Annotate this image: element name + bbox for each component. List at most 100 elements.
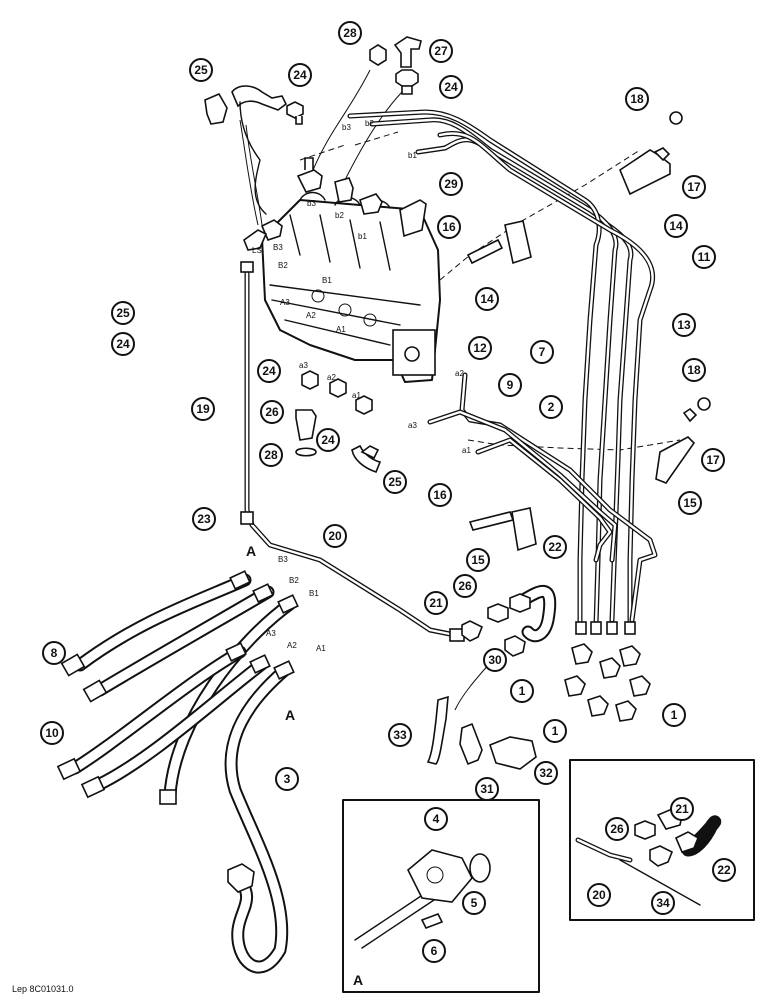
callout-13: 13	[672, 313, 696, 337]
callout-circle	[534, 761, 558, 785]
port-label: b1	[408, 151, 417, 160]
group-label: A	[353, 972, 363, 988]
callout-number: 24	[444, 80, 458, 94]
callout-number: 33	[393, 728, 407, 742]
callout-18: 18	[682, 358, 706, 382]
callout-circle	[111, 332, 135, 356]
callout-24: 24	[257, 359, 281, 383]
callout-circle	[257, 359, 281, 383]
callout-16: 16	[437, 215, 461, 239]
callout-circle	[259, 443, 283, 467]
callout-number: 18	[630, 92, 644, 106]
callout-circle	[338, 21, 362, 45]
callout-number: 14	[669, 219, 683, 233]
callout-34: 34	[651, 891, 675, 915]
callout-number: 23	[197, 512, 211, 526]
port-label: B1	[322, 276, 332, 285]
callout-circle	[453, 574, 477, 598]
callout-circle	[192, 507, 216, 531]
flexible-hoses	[56, 570, 299, 974]
callout-number: 1	[671, 708, 678, 722]
port-label: A3	[280, 298, 290, 307]
callout-number: 9	[507, 378, 514, 392]
callout-number: 24	[262, 364, 276, 378]
callout-circle	[605, 817, 629, 841]
leader-lines	[239, 69, 681, 711]
callout-24: 24	[111, 332, 135, 356]
callout-circle	[424, 591, 448, 615]
group-labels: AAA	[246, 543, 363, 988]
callout-number: 22	[717, 863, 731, 877]
callout-24: 24	[316, 428, 340, 452]
callout-31: 31	[475, 777, 499, 801]
pipe-clamps	[399, 111, 711, 552]
port-label: B2	[278, 261, 288, 270]
callout-number: 1	[552, 724, 559, 738]
callout-number: 21	[429, 596, 443, 610]
callout-number: 25	[116, 306, 130, 320]
callout-number: 24	[321, 433, 335, 447]
steel-pipe-bundle-lower	[427, 372, 658, 623]
callout-number: 26	[610, 822, 624, 836]
callout-circle	[111, 301, 135, 325]
port-label: B2	[289, 576, 299, 585]
port-label: a2	[327, 373, 336, 382]
callout-19: 19	[191, 397, 215, 421]
callout-number: 1	[519, 684, 526, 698]
callout-number: 11	[698, 250, 711, 264]
callout-circle	[288, 63, 312, 87]
port-label: a3	[408, 421, 417, 430]
callout-circle	[189, 58, 213, 82]
callout-10: 10	[40, 721, 64, 745]
callout-28: 28	[259, 443, 283, 467]
callout-circle	[670, 797, 694, 821]
callout-number: 31	[480, 782, 494, 796]
callout-29: 29	[439, 172, 463, 196]
callout-15: 15	[466, 548, 490, 572]
callout-circle	[678, 491, 702, 515]
inset-detail-hose-22	[569, 759, 755, 921]
callout-circle	[462, 891, 486, 915]
port-label: a3	[299, 361, 308, 370]
callout-2: 2	[539, 395, 563, 419]
callout-number: 20	[592, 888, 606, 902]
callout-circle	[316, 428, 340, 452]
callout-number: 28	[343, 26, 357, 40]
port-label: a1	[352, 391, 361, 400]
callout-circle	[475, 777, 499, 801]
port-label: B1	[309, 589, 319, 598]
top-fittings	[204, 36, 422, 125]
callout-circle	[323, 524, 347, 548]
clips-31-32-33	[426, 695, 537, 770]
callout-number: 26	[265, 405, 279, 419]
callout-11: 11	[692, 245, 716, 269]
callout-26: 26	[605, 817, 629, 841]
callout-1: 1	[510, 679, 534, 703]
pipe-19-20	[240, 261, 465, 642]
callout-number: 4	[433, 812, 440, 826]
callout-number: 20	[328, 529, 342, 543]
port-label: b1	[358, 232, 367, 241]
callout-24: 24	[439, 75, 463, 99]
callout-circle	[40, 721, 64, 745]
port-label: A3	[266, 629, 276, 638]
callout-14: 14	[475, 287, 499, 311]
callout-circle	[260, 400, 284, 424]
callout-1: 1	[543, 719, 567, 743]
callout-number: 14	[480, 292, 494, 306]
a-port-fittings	[295, 370, 382, 473]
callout-26: 26	[260, 400, 284, 424]
port-label: A2	[287, 641, 297, 650]
hose-22-fittings	[461, 585, 557, 657]
port-label: a1	[462, 446, 471, 455]
callout-7: 7	[530, 340, 554, 364]
callout-circle	[701, 448, 725, 472]
callout-number: 22	[548, 540, 562, 554]
callout-number: 18	[687, 363, 701, 377]
port-label: b2	[335, 211, 344, 220]
callout-20: 20	[587, 883, 611, 907]
right-elbow-fittings	[564, 621, 651, 722]
callout-15: 15	[678, 491, 702, 515]
